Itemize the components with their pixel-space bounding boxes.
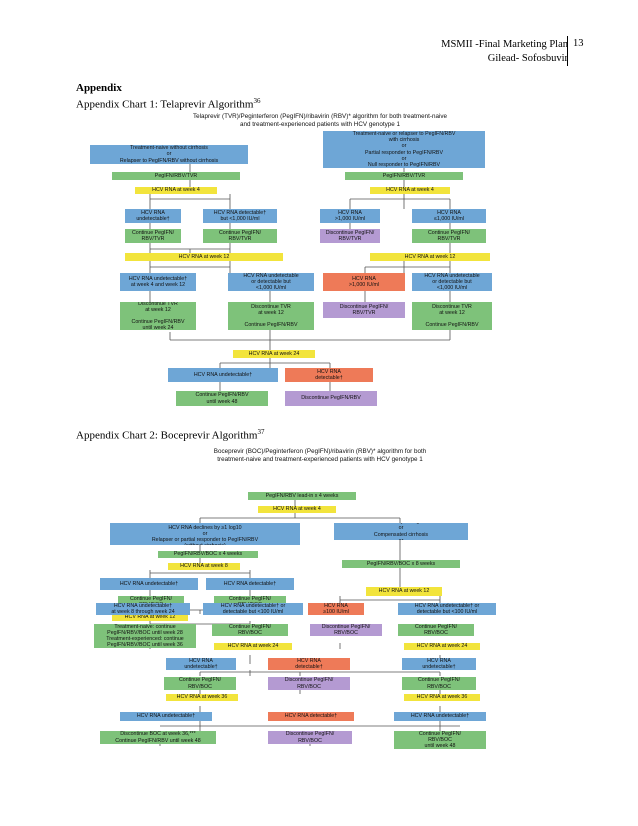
chart1-result-low: HCV RNA ≤1,000 IU/ml (412, 209, 486, 223)
chart1-start-left: Treatment-naive without cirrhosis or Rel… (90, 145, 248, 164)
header-subtitle: Gilead- Sofosbuvir (487, 53, 568, 64)
chart2-action-3: Discontinue PegIFN/ RBV/BOC (310, 624, 382, 636)
chart2-title: Boceprevir (BOC)/Peginterferon (PegIFN)/… (213, 448, 427, 463)
chart1-wk12-result-4: HCV RNA undetectable or detectable but <… (412, 273, 492, 291)
chart1-result-detectable-low: HCV RNA detectable† but <1,000 IU/ml (203, 209, 277, 223)
chart2-week12-right: HCV RNA at week 12 (366, 587, 442, 596)
chart2-wk24-continue-1: Continue PegIFN/ RBV/BOC (164, 677, 236, 690)
chart2-start-right: Treatment naive and HCV RNA declines by … (334, 523, 468, 540)
chart2-leadin: PegIFN/RBV lead-in x 4 weeks (248, 492, 356, 500)
chart2-final-action-3: Continue PegIFN/ RBV/BOC until week 48 (394, 731, 486, 749)
chart2-wk24-undetectable: HCV RNA undetectable† (166, 658, 236, 670)
chart2-caption-ref: 37 (257, 428, 265, 436)
chart2-week4: HCV RNA at week 4 (258, 506, 336, 513)
chart1-week12-left: HCV RNA at week 12 (125, 253, 283, 261)
chart2-start-left: Treatment naive without cirrhosis and HC… (110, 523, 300, 545)
chart2-final-action-1: Discontinue BOC at week 36,*** Continue … (100, 731, 216, 744)
chart2-week24-right: HCV RNA at week 24 (404, 643, 480, 650)
header-divider (567, 36, 568, 66)
chart1-continue-3: Continue PegIFN/ RBV/TVR (412, 229, 486, 243)
chart1-start-right: Treatment-naive or relapser to PegIFN/RB… (323, 131, 485, 168)
chart2-wk24-continue-2: Continue PegIFN/ RBV/BOC (402, 677, 476, 690)
chart1-wk12-result-3: HCV RNA >1,000 IU/ml (323, 273, 405, 291)
chart2-final-action-2: Discontinue PegIFN/ RBV/BOC (268, 731, 352, 744)
chart1-action-3: Discontinue PegIFN/ RBV/TVR (323, 302, 405, 318)
chart1-week24: HCV RNA at week 24 (233, 350, 315, 358)
chart1-wk12-result-2: HCV RNA undetectable or detectable but <… (228, 273, 314, 291)
chart2-week36-left: HCV RNA at week 36 (166, 694, 238, 701)
running-header: MSMII -Final Marketing Plan Gilead- Sofo… (441, 38, 568, 66)
chart2-caption-text: Appendix Chart 2: Boceprevir Algorithm (76, 429, 258, 442)
chart2-wk36-undetectable: HCV RNA undetectable† (120, 712, 212, 721)
chart1-action-1: Discontinue TVR at week 12 Continue PegI… (120, 302, 196, 330)
chart1-action-2: Discontinue TVR at week 12 Continue PegI… (228, 302, 314, 330)
chart2-wk12-result-4: HCV RNA undetectable† or detectable but … (398, 603, 496, 615)
chart1-week12-right: HCV RNA at week 12 (370, 253, 490, 261)
chart1-result-undetectable: HCV RNA undetectable† (125, 209, 181, 223)
header-title: MSMII -Final Marketing Plan (441, 39, 568, 50)
chart1-discontinue-1: Discontinue PegIFN/ RBV/TVR (320, 229, 380, 243)
chart2-wk36-detectable: HCV RNA detectable† (268, 712, 354, 721)
chart2-week8: HCV RNA at week 8 (168, 563, 240, 570)
chart1-week4-left: HCV RNA at week 4 (135, 187, 217, 194)
chart2-wk24-undetectable-right: HCV RNA undetectable† (402, 658, 476, 670)
chart2-regimen-right: PegIFN/RBV/BOC x 8 weeks (342, 560, 460, 568)
chart2-action-4: Continue PegIFN/ RBV/BOC (398, 624, 474, 636)
chart2-wk24-detectable: HCV RNA detectable† (268, 658, 350, 670)
chart1-caption-text: Appendix Chart 1: Telaprevir Algorithm (76, 98, 254, 111)
chart2-wk12-result-3: HCV RNA ≥100 IU/ml (308, 603, 364, 615)
chart2-action-1: Treatment-naive: continue PegIFN/RBV/BOC… (94, 624, 196, 648)
chart1-result-high: HCV RNA >1,000 IU/ml (320, 209, 380, 223)
chart1-wk12-result-1: HCV RNA undetectable† at week 4 and week… (120, 273, 196, 291)
chart1-wk24-detectable: HCV RNA detectable† (285, 368, 373, 382)
chart1-regimen-right: PegIFN/RBV/TVR (345, 172, 463, 180)
chart1-continue-2: Continue PegIFN/ RBV/TVR (203, 229, 277, 243)
chart2-wk8-detectable: HCV RNA detectable† (206, 578, 294, 590)
chart2-week12-left: HCV RNA at week 12 (112, 614, 188, 621)
chart1-caption-ref: 36 (253, 97, 261, 105)
chart2-caption: Appendix Chart 2: Boceprevir Algorithm37 (76, 428, 264, 442)
chart2-action-2: Continue PegIFN/ RBV/BOC (212, 624, 288, 636)
chart1-week4-right: HCV RNA at week 4 (370, 187, 450, 194)
chart2-wk8-undetectable: HCV RNA undetectable† (100, 578, 198, 590)
chart1-wk24-undetectable: HCV RNA undetectable† (168, 368, 278, 382)
page-number: 13 (573, 38, 584, 49)
chart2-week36-right: HCV RNA at week 36 (404, 694, 480, 701)
chart2-regimen-left: PegIFN/RBV/BOC x 4 weeks (158, 551, 258, 558)
chart2-wk36-undetectable-right: HCV RNA undetectable† (394, 712, 486, 721)
chart2-wk12-result-1: HCV RNA undetectable† at week 8 through … (96, 603, 190, 615)
chart1-final-continue: Continue PegIFN/RBV until week 48 (176, 391, 268, 406)
chart1-regimen-left: PegIFN/RBV/TVR (112, 172, 240, 180)
chart1-continue-1: Continue PegIFN/ RBV/TVR (125, 229, 181, 243)
section-heading: Appendix (76, 82, 122, 94)
chart1-title: Telaprevir (TVR)/Peginterferon (PegIFN)/… (192, 113, 448, 128)
chart1-final-discontinue: Discontinue PegIFN/RBV (285, 391, 377, 406)
chart1-action-4: Discontinue TVR at week 12 Continue PegI… (412, 302, 492, 330)
chart1-caption: Appendix Chart 1: Telaprevir Algorithm36 (76, 97, 260, 111)
chart2-wk24-discontinue: Discontinue PegIFN/ RBV/BOC (268, 677, 350, 690)
chart2-week24-left: HCV RNA at week 24 (214, 643, 292, 650)
chart2-wk12-result-2: HCV RNA undetectable† or detectable but … (203, 603, 303, 615)
